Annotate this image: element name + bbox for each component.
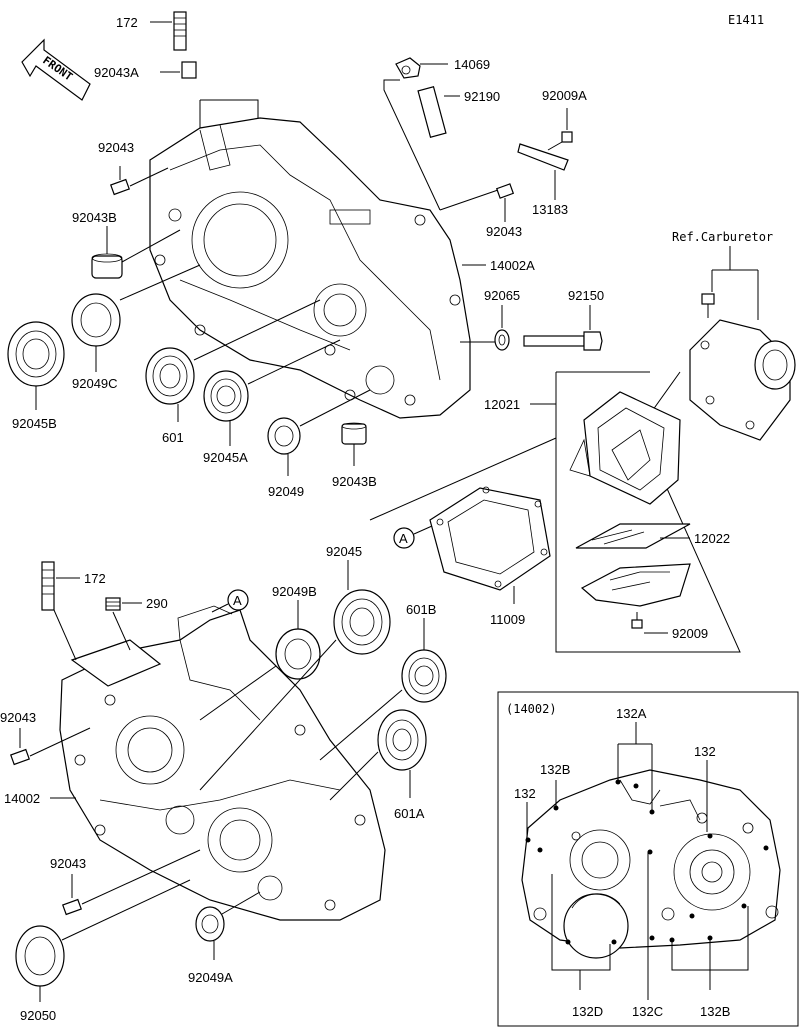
label-14002A: 14002A — [490, 258, 535, 273]
label-92045: 92045 — [326, 544, 362, 559]
washer-92065 — [494, 329, 510, 351]
label-92050: 92050 — [20, 1008, 56, 1023]
label-92043-left: 92043 — [0, 710, 36, 725]
inset-box — [497, 691, 799, 1027]
bearing-92045A — [203, 370, 249, 422]
label-12022: 12022 — [694, 531, 730, 546]
label-92043B-mid: 92043B — [332, 474, 377, 489]
bearing-601B — [401, 649, 447, 703]
label-92009: 92009 — [672, 626, 708, 641]
label-132B-top: 132B — [540, 762, 570, 777]
seal-92049 — [267, 417, 301, 455]
seal-92049A — [195, 906, 225, 942]
label-11009: 11009 — [490, 612, 525, 627]
label-92043-low: 92043 — [50, 856, 86, 871]
reed-block-12021 — [569, 391, 681, 505]
label-132B-bottom: 132B — [700, 1004, 730, 1019]
svg-text:A: A — [233, 593, 242, 608]
dowel-92043A — [181, 61, 197, 79]
stud-172-top — [173, 11, 187, 51]
bearing-92045B — [7, 321, 65, 387]
label-14002: 14002 — [4, 791, 40, 806]
label-92045B: 92045B — [12, 416, 57, 431]
inset-title: (14002) — [506, 702, 557, 716]
inset-crankcase — [521, 769, 781, 959]
label-92043-mid: 92043 — [486, 224, 522, 239]
plate-13183 — [517, 143, 569, 171]
setscrew-290 — [105, 597, 121, 611]
bearing-601 — [145, 347, 195, 405]
stud-172-bottom — [41, 561, 55, 611]
label-601A: 601A — [394, 806, 425, 821]
label-132-left: 132 — [514, 786, 536, 801]
screw-92009A — [547, 131, 573, 151]
label-92049B: 92049B — [272, 584, 317, 599]
gasket-11009 — [429, 486, 551, 591]
bearing-601A — [377, 709, 427, 771]
label-92150: 92150 — [568, 288, 604, 303]
label-172-bottom: 172 — [84, 571, 106, 586]
fitting-14069 — [395, 57, 421, 79]
reed-12022 — [575, 523, 691, 549]
seal-92049B — [275, 628, 321, 680]
label-601: 601 — [162, 430, 184, 445]
bolt-92150 — [523, 331, 603, 351]
front-arrow-icon: FRONT — [21, 38, 91, 101]
pin-92043-top — [110, 178, 130, 196]
pin-92043-left — [10, 748, 30, 766]
reed-group-outline — [369, 371, 741, 653]
crankcase-right-half — [149, 117, 471, 419]
pin-92043-low — [62, 898, 82, 916]
label-132A: 132A — [616, 706, 647, 721]
label-92045A: 92045A — [203, 450, 248, 465]
label-290: 290 — [146, 596, 168, 611]
bushing-92043B-top — [91, 253, 123, 279]
seal-92050 — [15, 925, 65, 987]
label-92190: 92190 — [464, 89, 500, 104]
label-13183: 13183 — [532, 202, 568, 217]
inset-bolt-holes — [525, 779, 769, 945]
hose-92190 — [417, 86, 447, 138]
bushing-92043B-mid — [341, 422, 367, 445]
screw-ref-carburetor — [701, 293, 715, 318]
label-92049A: 92049A — [188, 970, 233, 985]
screw-92009 — [631, 612, 643, 629]
label-14069: 14069 — [454, 57, 490, 72]
seal-92049C — [71, 293, 121, 347]
pin-92043-mid — [495, 183, 515, 199]
bracket-plate — [70, 639, 162, 687]
label-92009A: 92009A — [542, 88, 587, 103]
label-ref-carburetor: Ref.Carburetor — [672, 230, 773, 244]
diagram-code: E1411 — [728, 13, 764, 27]
label-132-right: 132 — [694, 744, 716, 759]
label-601B: 601B — [406, 602, 436, 617]
label-132D: 132D — [572, 1004, 603, 1019]
label-12021: 12021 — [484, 397, 520, 412]
label-92065: 92065 — [484, 288, 520, 303]
label-92049: 92049 — [268, 484, 304, 499]
intake-manifold — [689, 319, 796, 441]
label-92043B-top: 92043B — [72, 210, 117, 225]
bearing-92045 — [333, 589, 391, 655]
svg-text:A: A — [399, 531, 408, 546]
callout-a-lower: A — [211, 589, 249, 613]
label-92043-top: 92043 — [98, 140, 134, 155]
label-92049C: 92049C — [72, 376, 118, 391]
label-132C: 132C — [632, 1004, 663, 1019]
label-172-top: 172 — [116, 15, 138, 30]
reed-petal — [580, 563, 691, 607]
label-92043A: 92043A — [94, 65, 139, 80]
callout-a-upper: A — [393, 525, 433, 549]
